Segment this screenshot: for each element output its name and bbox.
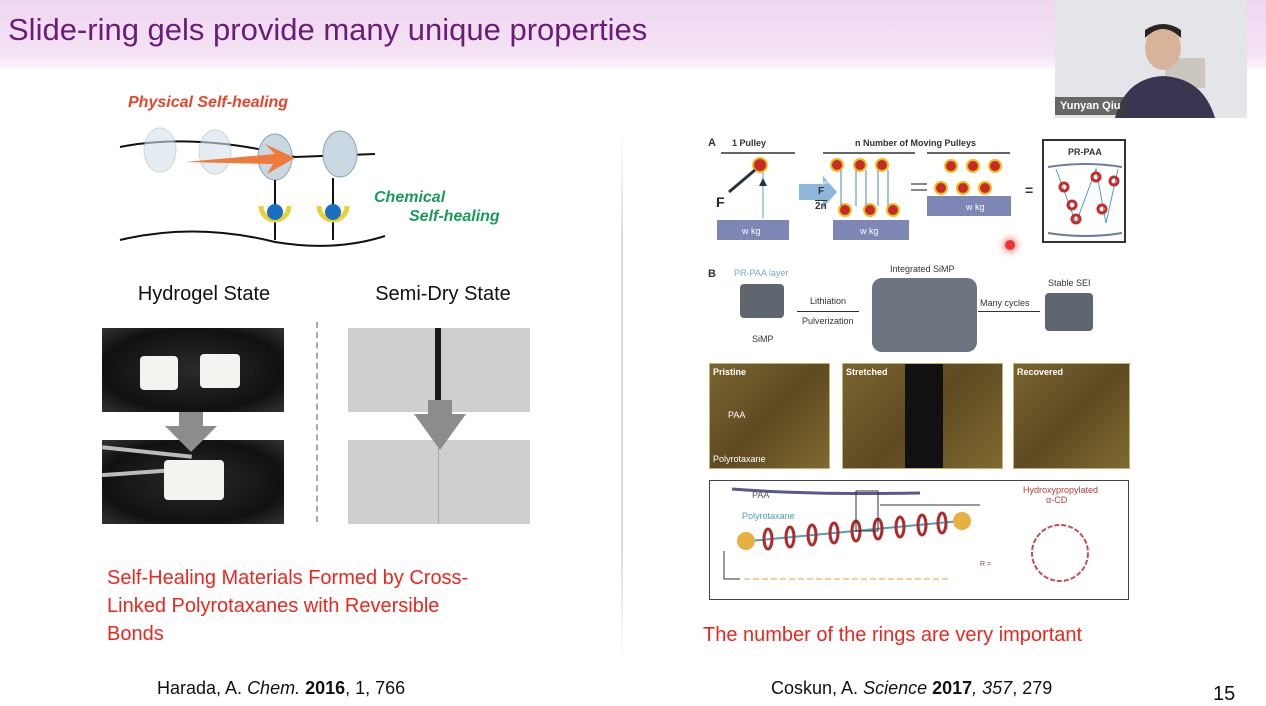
integrated-simp-label: Integrated SiMP <box>890 264 955 274</box>
cite-rest: , 279 <box>1012 678 1053 698</box>
caption-line: Linked Polyrotaxanes with Reversible <box>107 595 440 617</box>
self-healing-diagram <box>119 127 386 247</box>
pr-paa-label: PR-PAA <box>1068 147 1102 157</box>
weight-label-2: w kg <box>860 226 879 236</box>
column-divider <box>621 128 623 663</box>
state-divider <box>316 322 318 522</box>
chemical-label-line2: Self-healing <box>409 208 500 225</box>
physical-self-healing-label: Physical Self-healing <box>128 94 289 111</box>
paa-bottom-label: PAA <box>752 490 770 500</box>
pr-paa-layer-label: PR-PAA layer <box>734 268 789 278</box>
laser-pointer-dot <box>1005 240 1015 250</box>
force-dispersion-label: Force Dispersion <box>801 180 839 186</box>
down-arrow-icon <box>179 412 203 428</box>
cite-author: Harada, A. <box>157 678 248 698</box>
cite-rest: , 1, 766 <box>345 678 406 698</box>
integrated-simp-particle <box>872 278 977 352</box>
down-arrow-head-icon <box>165 426 217 452</box>
stable-sei-label: Stable SEI <box>1048 278 1091 288</box>
pulverization-label: Pulverization <box>802 316 854 326</box>
force-dispersed-label: F <box>818 186 825 197</box>
weight-label-3: w kg <box>966 202 985 212</box>
polyrotaxane-label: Polyrotaxane <box>713 454 766 464</box>
polyrotaxane-bottom-label: Polyrotaxane <box>742 511 795 521</box>
hydroxypropylated-label: Hydroxypropylated <box>1023 485 1099 495</box>
pr-paa-box: PR-PAA <box>1042 139 1126 243</box>
alpha-cd-label: α-CD <box>1046 495 1068 505</box>
r-equals-label: R = <box>980 561 992 568</box>
pr-paa-rings-icon <box>1047 163 1123 237</box>
participant-video-icon <box>1055 0 1247 118</box>
caption-line: Self-Healing Materials Formed by Cross- <box>107 567 469 589</box>
arrow-line <box>797 311 859 312</box>
polyrotaxane-chain-icon <box>723 487 1089 582</box>
stretched-label: Stretched <box>846 367 888 377</box>
down-arrow-head-icon-2 <box>414 414 466 450</box>
caption-line: Bonds <box>107 623 164 645</box>
equals-sign: = <box>1025 182 1034 198</box>
one-pulley-label: 1 Pulley <box>732 138 767 148</box>
arrow-line-2 <box>978 311 1040 312</box>
semidry-before-photo <box>348 328 530 412</box>
semidry-state-heading: Semi-Dry State <box>375 283 511 305</box>
page-number: 15 <box>1213 683 1236 705</box>
crack <box>905 364 943 468</box>
pristine-label: Pristine <box>713 367 747 377</box>
cite-author: Coskun, A. <box>771 678 864 698</box>
recovered-label: Recovered <box>1017 367 1064 377</box>
right-citation: Coskun, A. Science 2017, 357, 279 <box>771 678 1052 699</box>
simp-particle <box>740 284 784 318</box>
n-pulleys-label: n Number of Moving Pulleys <box>855 138 977 148</box>
cite-year: 2016 <box>300 678 346 698</box>
slide-title: Slide-ring gels provide many unique prop… <box>8 12 648 47</box>
webcam-video[interactable]: Yunyan Qiu <box>1055 0 1247 118</box>
cite-journal: Science <box>863 678 928 698</box>
cite-volume: , 357 <box>972 678 1013 698</box>
panel-a-letter: A <box>708 137 716 149</box>
force-denominator: 2n <box>815 200 827 212</box>
panel-b-letter: B <box>708 268 716 280</box>
hydrogel-before-photo <box>102 328 284 412</box>
semidry-after-photo <box>348 440 530 524</box>
stretched-panel: Stretched <box>842 363 1003 469</box>
paa-label: PAA <box>728 410 746 420</box>
left-citation: Harada, A. Chem. 2016, 1, 766 <box>157 678 405 699</box>
right-caption: The number of the rings are very importa… <box>703 624 1083 646</box>
hydrogel-after-photo <box>101 440 284 524</box>
hydrogel-state-heading: Hydrogel State <box>137 283 271 305</box>
recovered-panel: Recovered <box>1013 363 1130 469</box>
cite-year: 2017 <box>927 678 973 698</box>
force-label: F <box>716 194 725 210</box>
pristine-panel: Pristine PAA Polyrotaxane <box>709 363 830 469</box>
participant-name: Yunyan Qiu <box>1055 97 1126 115</box>
stable-sei-particle <box>1045 293 1093 331</box>
pulley-diagram <box>717 152 1011 240</box>
polyrotaxane-structure-box: PAA Polyrotaxane Hydroxypropylated α-CD … <box>709 480 1129 600</box>
many-cycles-label: Many cycles <box>980 298 1030 308</box>
lithiation-label: Lithiation <box>810 296 847 306</box>
cite-journal: Chem. <box>247 678 301 698</box>
simp-label: SiMP <box>752 334 774 344</box>
weight-label: w kg <box>742 226 761 236</box>
chemical-label-line1: Chemical <box>374 189 446 206</box>
down-arrow-icon-2 <box>428 400 452 416</box>
left-caption: Self-Healing Materials Formed by Cross- … <box>107 564 567 648</box>
